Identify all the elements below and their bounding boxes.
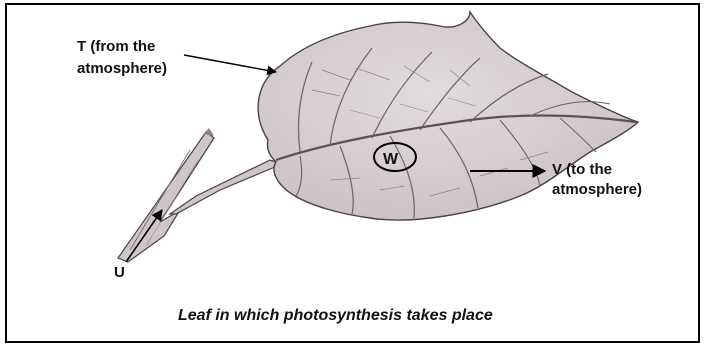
label-v-line1: V (to the [552, 161, 612, 178]
caption: Leaf in which photosynthesis takes place [178, 307, 493, 324]
arrow-t [184, 55, 276, 72]
label-v-line2: atmosphere) [552, 181, 642, 198]
label-t-line2: atmosphere) [77, 60, 167, 77]
label-w: W [383, 151, 399, 168]
label-t-line1: T (from the [77, 38, 155, 55]
stem [118, 128, 282, 262]
label-u: U [114, 264, 125, 281]
